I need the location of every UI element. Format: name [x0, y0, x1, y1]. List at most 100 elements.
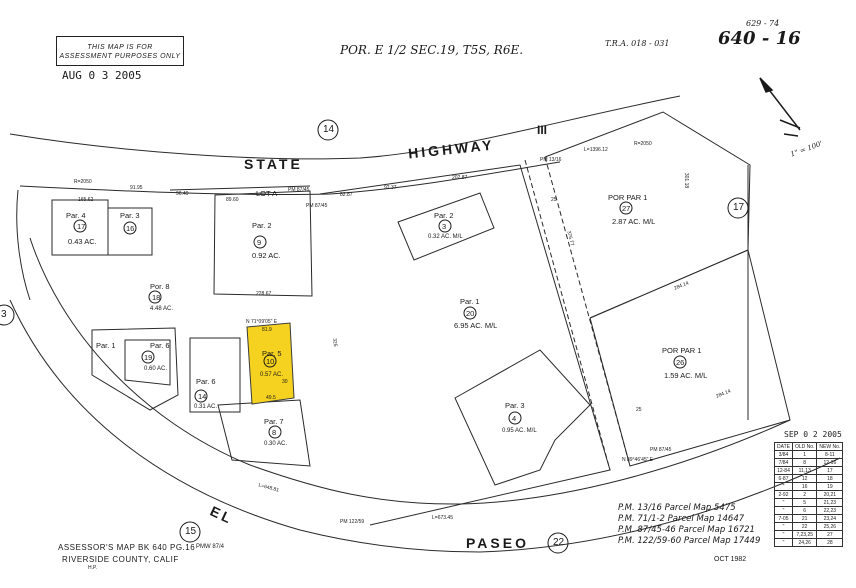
circle-p10: [263, 354, 277, 368]
dim-17: N 89°46'45" E: [622, 457, 654, 463]
circle-p19: [141, 350, 155, 364]
dim-24: 25: [636, 407, 642, 413]
parcel-3-area: 0.32 AC. M/L: [428, 234, 463, 240]
section-label: POR. E 1/2 SEC.19, T5S, R6E.: [340, 43, 524, 57]
parcel-26-boundary: [589, 249, 791, 467]
revision-cell: 17: [816, 466, 844, 475]
lot-a-label: LOT A: [256, 189, 278, 198]
circle-p17: [73, 219, 87, 233]
revision-cell: 21: [791, 514, 818, 523]
revision-cell: 18: [816, 474, 844, 483]
dim-13: L=1396.12: [584, 147, 608, 153]
dim-23: 25: [551, 197, 557, 203]
parcel-10-area: 0.57 AC.: [260, 372, 284, 378]
parcel-3-num: 3: [442, 222, 447, 231]
el-paseo-north-line: [29, 237, 791, 505]
parcel-26-par: POR PAR 1: [662, 346, 702, 355]
circle-p27: [619, 201, 633, 215]
parcel-10-par: Par. 5: [262, 349, 282, 358]
parcel-map-notes: P.M. 13/16 Parcel Map 5475 P.M. 71/1-2 P…: [618, 503, 760, 547]
west-arc: [16, 189, 31, 301]
revision-cell: 22,23: [816, 506, 844, 515]
dim-6: 165.62: [78, 197, 94, 203]
revision-cell: 27: [816, 530, 844, 539]
dim-29: 81.9: [262, 327, 272, 333]
revision-cell: 2-92: [774, 490, 793, 499]
notice-line-2: ASSESSMENT PURPOSES ONLY: [59, 53, 181, 60]
dashed-line-1: [524, 159, 611, 471]
parcel-8-num: 8: [272, 428, 277, 437]
parcel-19-boundary: [91, 327, 179, 411]
revision-cell: 25,26: [816, 522, 844, 531]
parcel-9-num: 9: [257, 238, 262, 247]
revision-cell: 23,24: [816, 514, 844, 523]
circle-17: [727, 197, 749, 219]
note-line: P.M. 122/59-60 Parcel Map 17449: [618, 536, 761, 546]
dim-18: PM 13/16: [540, 157, 562, 163]
revision-cell: 7,23,25: [791, 530, 818, 539]
parcel-14-num: 14: [198, 392, 207, 401]
revision-cell: 3/84: [774, 450, 793, 459]
revision-cell: 19: [816, 482, 844, 491]
circle-3: [0, 304, 15, 326]
parcel-1-west-par: Par. 1: [96, 341, 116, 350]
revision-cell: 12: [791, 474, 818, 483]
parcel-3-par: Par. 2: [434, 211, 454, 220]
parcel-14-par: Par. 6: [196, 377, 216, 386]
parcel-inner-19: [124, 339, 171, 386]
parcel-26-area: 1.59 AC. M/L: [664, 371, 708, 380]
circle-15: [179, 521, 201, 543]
parcel-16-boundary: [107, 207, 153, 256]
north-arrow: [759, 77, 801, 137]
circle-14: [317, 119, 339, 141]
revision-cell: 16: [791, 482, 818, 491]
dim-22: PM 87/45: [306, 203, 328, 209]
circle-p8: [268, 425, 282, 439]
revision-cell: 6-87: [774, 474, 793, 483]
revision-cell: ": [774, 522, 793, 531]
parcel-14-area: 0.31 AC.: [194, 404, 218, 410]
dim-11: L=673.45: [432, 515, 453, 521]
parcel-20-par: Par. 1: [460, 297, 480, 306]
dim-30: 30: [282, 379, 288, 385]
revision-cell: 12-16: [816, 458, 844, 467]
revision-cell: 8: [791, 458, 818, 467]
footer-initials: H.P.: [88, 565, 98, 571]
revision-cell: 12-84: [774, 466, 793, 475]
dim-7: 89.60: [226, 197, 239, 203]
circle-p20: [463, 306, 477, 320]
revision-cell: 7/84: [774, 458, 793, 467]
circle-p26: [673, 355, 687, 369]
footer-county: RIVERSIDE COUNTY, CALIF: [62, 555, 179, 564]
revision-cell: ": [774, 498, 793, 507]
dim-15: R=2050: [74, 179, 92, 185]
circle-p18: [148, 290, 162, 304]
revision-cell: 8-11: [816, 450, 844, 459]
parcel-4-num: 4: [512, 414, 517, 423]
tra-label: T.R.A. 018 - 031: [605, 39, 670, 48]
road-paseo: PASEO: [466, 535, 529, 551]
circle-22: [547, 532, 569, 554]
parcel-divider: [589, 249, 749, 319]
circle-p4: [508, 411, 522, 425]
subject-parcel-10: [246, 322, 295, 405]
revision-cell: ": [774, 538, 793, 547]
parcel-27-area: 2.87 AC. M/L: [612, 217, 656, 226]
road-state: STATE: [244, 156, 303, 172]
footer-pm: PMW 87/4: [196, 544, 225, 550]
revision-cell: 20,21: [816, 490, 844, 499]
circle-22-label: 22: [553, 537, 565, 548]
parcel-16-num: 16: [126, 224, 135, 233]
parcel-10-num: 10: [266, 357, 275, 366]
dim-1: 91.95: [130, 185, 143, 191]
parcel-14-boundary: [189, 337, 241, 413]
dim-3: 82.87: [340, 192, 353, 198]
parcel-17-area: 0.43 AC.: [68, 237, 97, 246]
dim-14: R=2050: [634, 141, 652, 147]
